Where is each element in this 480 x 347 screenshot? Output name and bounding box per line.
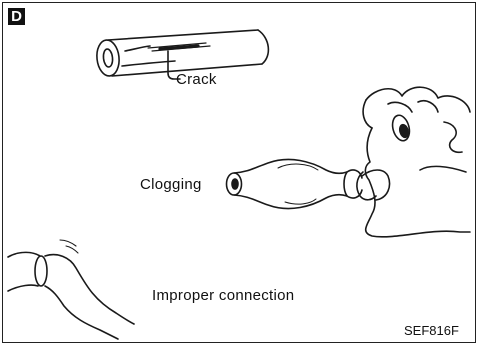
improper-connection-hose [8, 240, 134, 339]
face-figure [357, 87, 470, 237]
crack-mark [148, 43, 210, 51]
clogged-bulb [227, 159, 363, 208]
cracked-hose [95, 30, 268, 77]
crack-label: Crack [176, 71, 217, 88]
improper-connection-label: Improper connection [152, 287, 294, 304]
figure-code: SEF816F [404, 323, 459, 338]
clogging-label: Clogging [140, 176, 202, 193]
